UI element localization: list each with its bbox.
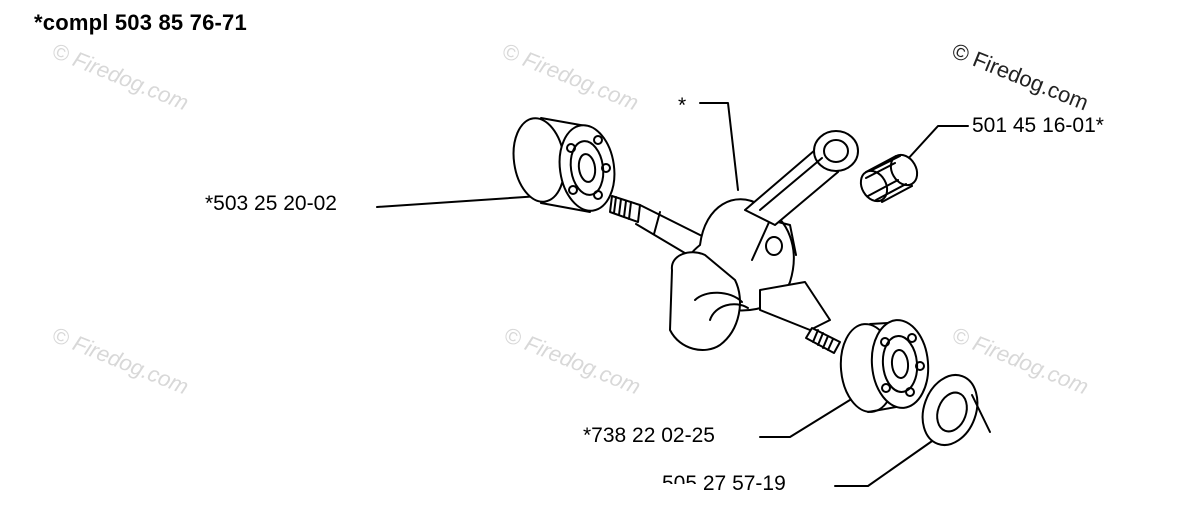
leader-crankshaft xyxy=(699,102,739,191)
leader-seal xyxy=(834,431,946,487)
right-shaft xyxy=(759,281,841,354)
needle-bearing xyxy=(859,153,919,203)
callout-crankshaft: * xyxy=(678,94,687,117)
page-title: *compl 503 85 76-71 xyxy=(34,10,247,35)
label-occlusion xyxy=(662,484,704,500)
crank-web xyxy=(669,198,797,351)
callout-needle-bearing: 501 45 16-01* xyxy=(972,114,1104,137)
leader-needle-bearing xyxy=(895,125,969,173)
leader-left-bearing xyxy=(376,195,541,208)
right-ball-bearing xyxy=(839,319,930,413)
connecting-rod xyxy=(744,130,859,226)
callout-right-bearing: *738 22 02-25 xyxy=(583,424,715,447)
left-ball-bearing xyxy=(512,117,616,213)
callout-left-bearing: *503 25 20-02 xyxy=(205,192,337,215)
seal-ring xyxy=(921,374,991,446)
leader-right-bearing xyxy=(759,394,859,438)
